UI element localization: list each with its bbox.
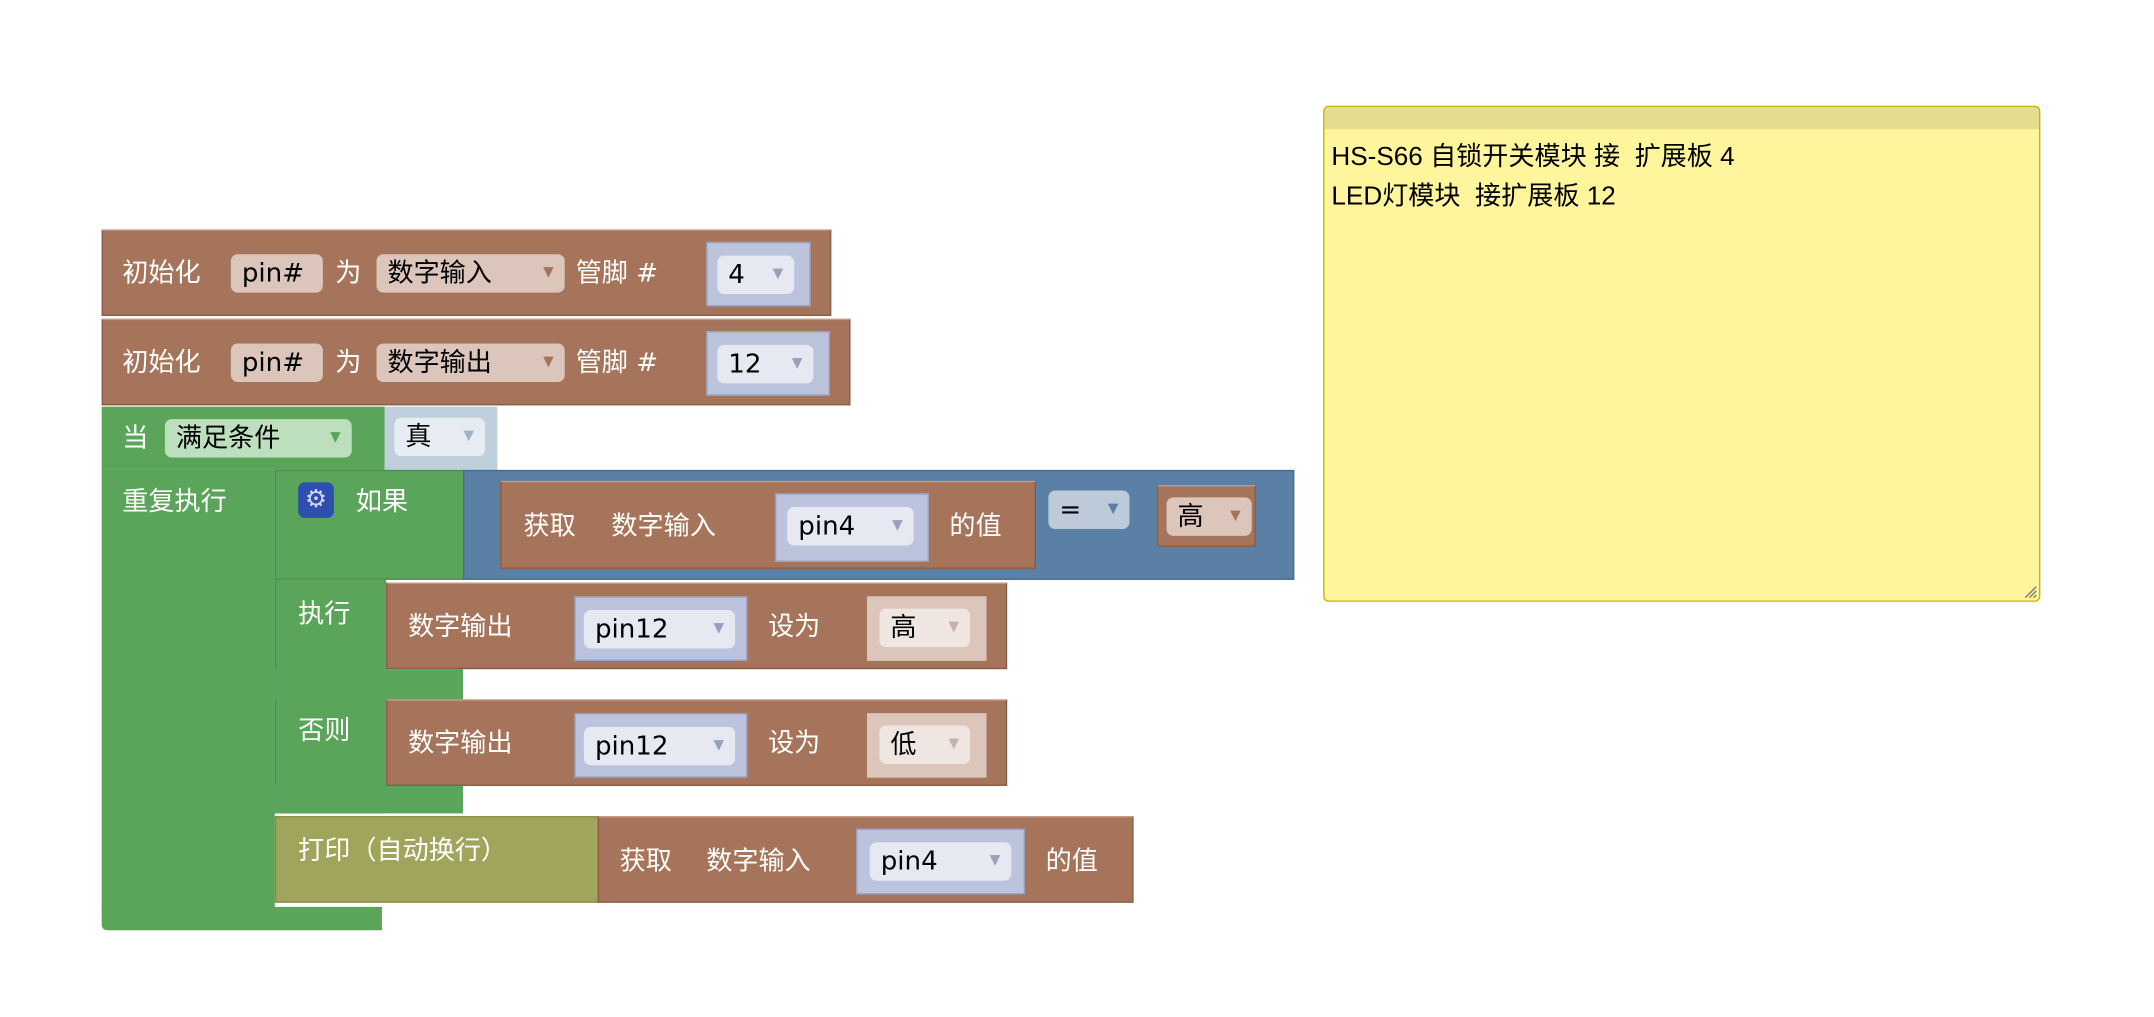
pin-block[interactable]: pin4 ▼: [774, 493, 929, 562]
print-block[interactable]: 打印（自动换行）: [274, 816, 600, 903]
for-label: 为: [335, 347, 362, 378]
dropdown-arrow-icon: ▼: [948, 619, 960, 635]
boolean-block[interactable]: 真▼: [384, 406, 498, 470]
boolean-value: 真: [405, 421, 432, 453]
dropdown-arrow-icon: ▼: [1107, 501, 1119, 517]
init-pin-block-12[interactable]: 初始化 pin# 为 数字输出 ▼ 管脚 # 12 ▼: [101, 318, 851, 406]
loop-footer: [101, 906, 382, 931]
level-value: 高: [1177, 501, 1204, 532]
pin-number-dropdown[interactable]: 4▼: [717, 255, 795, 295]
dropdown-arrow-icon: ▼: [989, 853, 1001, 869]
condition-mode-value: 满足条件: [175, 423, 281, 454]
pin-dropdown[interactable]: pin4 ▼: [869, 842, 1012, 881]
digital-read-block[interactable]: 获取 数字输入 pin4 ▼ 的值: [597, 816, 1134, 903]
write-label: 数字输出: [408, 728, 513, 759]
digital-write-block-low[interactable]: 数字输出 pin12▼ 设为 低▼: [386, 699, 1008, 786]
pin-number-value: 12: [728, 348, 762, 380]
then-label: 执行: [298, 599, 351, 630]
mode-value: 数字输出: [387, 347, 492, 378]
pin-number-dropdown[interactable]: 12 ▼: [717, 344, 814, 384]
dropdown-arrow-icon: ▼: [892, 517, 903, 534]
if-label: 如果: [355, 486, 409, 517]
dropdown-arrow-icon: ▼: [772, 266, 784, 282]
operator-dropdown[interactable]: =▼: [1048, 490, 1130, 529]
dropdown-arrow-icon: ▼: [463, 428, 475, 444]
value-label: 的值: [1045, 846, 1098, 877]
pin-dropdown[interactable]: pin12 ▼: [583, 610, 736, 649]
when-label: 当: [122, 423, 149, 454]
pin-number-block[interactable]: 4▼: [706, 241, 811, 307]
dropdown-arrow-icon: ▼: [713, 737, 725, 753]
level-block[interactable]: 低▼: [866, 713, 987, 778]
write-label: 数字输出: [408, 611, 513, 642]
pin-variable-field[interactable]: pin#: [230, 343, 323, 382]
pin-dropdown[interactable]: pin4 ▼: [787, 507, 914, 546]
for-label: 为: [335, 258, 362, 289]
pin-block[interactable]: pin12 ▼: [574, 713, 748, 778]
level-value: 高: [890, 612, 917, 644]
pin-label: 管脚 #: [575, 258, 659, 289]
pin-label: 管脚 #: [575, 347, 659, 378]
dropdown-arrow-icon: ▼: [713, 621, 725, 637]
else-label: 否则: [298, 715, 351, 747]
dropdown-arrow-icon: ▼: [791, 355, 803, 371]
comment-text[interactable]: HS-S66 自锁开关模块 接 扩展板 4 LED灯模块 接扩展板 12: [1331, 142, 1735, 212]
digital-write-block-high[interactable]: 数字输出 pin12▼ 设为 高▼: [386, 582, 1008, 670]
set-label: 设为: [768, 611, 821, 642]
if-divider: [274, 669, 464, 700]
pin-value: pin12: [594, 730, 669, 762]
init-label: 初始化: [122, 347, 201, 378]
level-dropdown[interactable]: 高▼: [879, 608, 971, 648]
pin-variable-field[interactable]: pin#: [230, 254, 323, 293]
get-label: 获取: [523, 511, 576, 542]
pin-number-value: 4: [728, 259, 745, 290]
set-label: 设为: [768, 728, 821, 759]
dropdown-arrow-icon: ▼: [948, 736, 960, 752]
repeat-label: 重复执行: [122, 486, 227, 517]
resize-handle-icon[interactable]: [2024, 585, 2038, 599]
dropdown-arrow-icon: ▼: [543, 265, 554, 281]
print-label: 打印（自动换行）: [298, 835, 508, 866]
digital-read-block[interactable]: 获取 数字输入 pin4 ▼ 的值: [500, 480, 1036, 569]
operator-value: =: [1059, 494, 1082, 525]
condition-mode-dropdown[interactable]: 满足条件 ▼: [164, 419, 352, 458]
level-block[interactable]: 高▼: [1156, 485, 1256, 547]
read-type-label: 数字输入: [706, 846, 811, 877]
init-label: 初始化: [122, 258, 201, 289]
boolean-dropdown[interactable]: 真▼: [394, 417, 486, 457]
level-dropdown[interactable]: 低▼: [879, 725, 971, 764]
get-label: 获取: [619, 846, 672, 877]
mode-value: 数字输入: [387, 258, 492, 289]
if-footer: [274, 785, 464, 814]
compare-block[interactable]: 获取 数字输入 pin4▼ 的值 =▼ 高▼: [463, 469, 1295, 580]
level-dropdown[interactable]: 高▼: [1166, 497, 1252, 536]
pin-dropdown[interactable]: pin12 ▼: [583, 726, 736, 766]
workspace-comment[interactable]: HS-S66 自锁开关模块 接 扩展板 4 LED灯模块 接扩展板 12: [1323, 105, 2041, 602]
pin-value: pin4: [798, 511, 856, 542]
mode-dropdown[interactable]: 数字输出 ▼: [376, 343, 565, 382]
gear-icon[interactable]: ⚙: [298, 482, 334, 518]
read-type-label: 数字输入: [611, 511, 716, 542]
level-block[interactable]: 高▼: [866, 596, 987, 661]
dropdown-arrow-icon: ▼: [330, 430, 341, 446]
dropdown-arrow-icon: ▼: [1230, 508, 1241, 524]
pin-value: pin4: [880, 846, 938, 877]
value-label: 的值: [949, 511, 1002, 542]
pin-block[interactable]: pin12 ▼: [574, 596, 748, 661]
pin-block[interactable]: pin4 ▼: [856, 828, 1026, 895]
comment-drag-bar[interactable]: [1324, 107, 2040, 130]
loop-arm: [101, 469, 275, 910]
mode-dropdown[interactable]: 数字输入 ▼: [376, 254, 565, 293]
init-pin-block-4[interactable]: 初始化 pin# 为 数字输入▼ 管脚 # 4▼: [101, 229, 832, 317]
dropdown-arrow-icon: ▼: [543, 354, 554, 370]
pin-value: pin12: [594, 614, 669, 645]
level-value: 低: [890, 729, 917, 760]
pin-number-block[interactable]: 12 ▼: [706, 331, 830, 396]
